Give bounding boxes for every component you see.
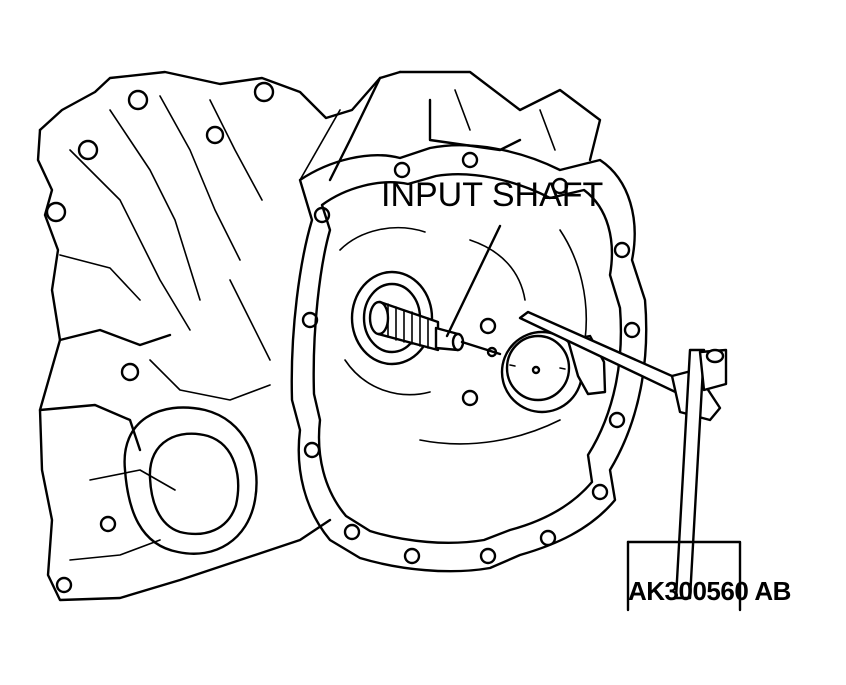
dial-indicator: [460, 310, 742, 612]
transaxle-case: [36, 70, 402, 602]
input-shaft: [350, 270, 465, 366]
callout-leader-line: [445, 224, 502, 338]
upper-housing-ribs: [299, 70, 602, 182]
figure-code-number: AK300560: [628, 576, 749, 606]
figure-code-suffix: AB: [754, 576, 791, 606]
input-shaft-callout-label: INPUT SHAFT: [381, 176, 604, 214]
bell-housing: [290, 144, 648, 573]
differential-opening: [123, 406, 258, 555]
